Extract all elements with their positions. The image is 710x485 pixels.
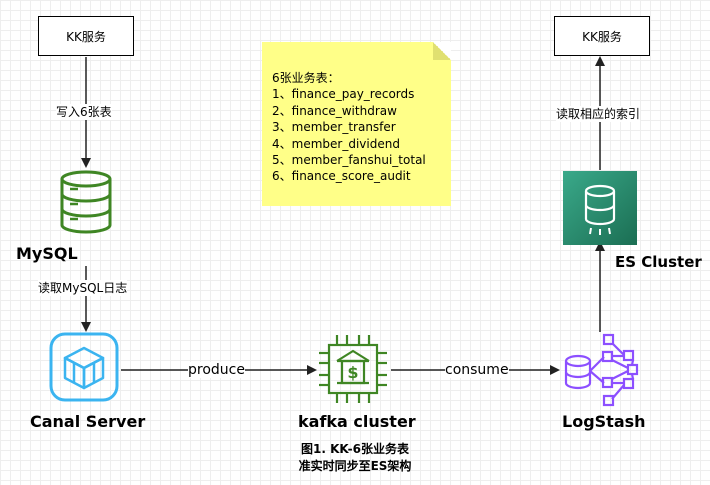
- canal-server-label: Canal Server: [30, 412, 146, 431]
- note-item: 2、finance_withdraw: [272, 103, 397, 118]
- note-item: 1、finance_pay_records: [272, 87, 415, 102]
- caption-line-2: 准实时同步至ES架构: [298, 459, 412, 473]
- edge-label-write-tables: 写入6张表: [56, 104, 112, 120]
- es-cluster-label: ES Cluster: [615, 253, 702, 271]
- note-item: 4、member_dividend: [272, 136, 400, 151]
- kafka-cluster-label: kafka cluster: [298, 412, 416, 431]
- tables-note: 6张业务表： 1、finance_pay_records 2、finance_w…: [262, 42, 451, 206]
- logstash-icon: [564, 333, 639, 407]
- svg-text:$: $: [347, 363, 358, 382]
- note-title: 6张业务表：: [272, 71, 340, 85]
- figure-caption: 图1. KK-6张业务表 准实时同步至ES架构: [260, 441, 450, 475]
- note-text: 6张业务表： 1、finance_pay_records 2、finance_w…: [272, 70, 426, 185]
- edge-label-produce: produce: [188, 362, 245, 378]
- logstash-label: LogStash: [562, 412, 646, 431]
- note-item: 6、finance_score_audit: [272, 169, 411, 184]
- edge-label-consume: consume: [445, 362, 509, 378]
- kk-service-right-label: KK服务: [582, 29, 622, 44]
- note-item: 3、member_transfer: [272, 120, 396, 135]
- note-fold: [433, 42, 451, 60]
- caption-line-1: 图1. KK-6张业务表: [301, 442, 409, 456]
- es-database-icon: [584, 184, 616, 235]
- kk-service-left-label: KK服务: [66, 29, 106, 44]
- kk-service-left-box: KK服务: [38, 16, 134, 56]
- kafka-cluster-icon: $: [319, 335, 387, 403]
- mysql-label: MySQL: [16, 244, 78, 263]
- edge-label-read-mysql-log: 读取MySQL日志: [38, 280, 128, 296]
- database-icon: [60, 170, 112, 234]
- note-item: 5、member_fanshui_total: [272, 153, 426, 168]
- kk-service-right-box: KK服务: [554, 16, 650, 56]
- es-cluster-icon: [563, 171, 637, 245]
- canal-server-icon: [49, 332, 119, 402]
- edge-label-read-index: 读取相应的索引: [556, 106, 641, 122]
